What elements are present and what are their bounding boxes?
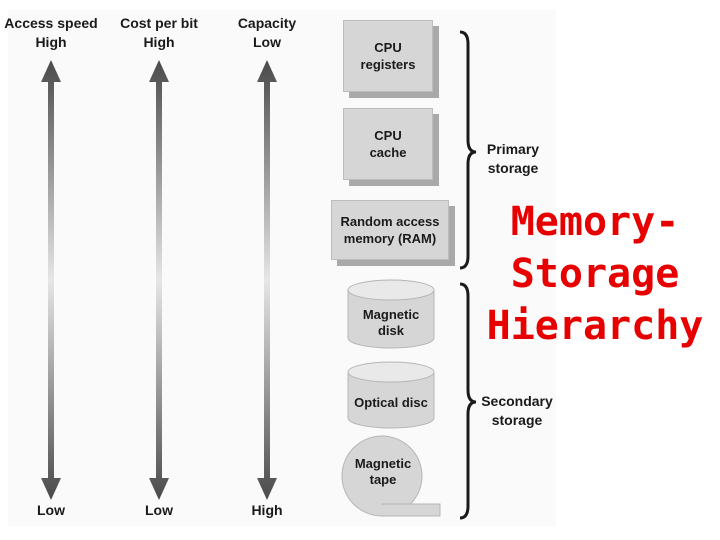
axis-title: Cost per bit: [120, 15, 198, 31]
optical-disc-label: Optical disc: [354, 395, 428, 410]
title-line-1: Memory-: [510, 199, 680, 245]
magnetic-tape-reel: Magnetic tape: [340, 434, 444, 518]
cpu-cache-label: CPU cache: [369, 128, 407, 160]
primary-storage-brace: [459, 30, 477, 270]
access-speed-arrow: [41, 60, 61, 500]
cpu-registers-label: CPU registers: [360, 40, 416, 72]
cylinder-icon: [347, 279, 435, 349]
ram-box: Random access memory (RAM): [331, 200, 449, 260]
cpu-cache-box: CPU cache: [343, 108, 433, 180]
secondary-storage-label: Secondary storage: [481, 393, 553, 428]
axis-top-value: Low: [253, 34, 281, 50]
axis-cost-per-bit-bottom: Low: [145, 502, 173, 518]
axis-title: Access speed: [4, 15, 98, 31]
cost-per-bit-arrow: [149, 60, 169, 500]
optical-disc-cylinder: Optical disc: [346, 360, 436, 430]
capacity-arrow: [257, 60, 277, 500]
title-line-3: Hierarchy: [486, 303, 704, 349]
axis-capacity-bottom: High: [251, 502, 283, 518]
primary-storage-label: Primary storage: [486, 141, 540, 176]
axis-top-value: High: [143, 34, 175, 50]
axis-access-speed-header: Access speed High: [0, 14, 111, 52]
axis-access-speed-bottom: Low: [37, 502, 65, 518]
magnetic-disk-cylinder: Magnetic disk: [346, 278, 436, 350]
cpu-registers-box: CPU registers: [343, 20, 433, 92]
axis-top-value: High: [35, 34, 67, 50]
axis-capacity-header: Capacity Low: [207, 14, 327, 52]
axis-title: Capacity: [237, 15, 297, 31]
secondary-storage-brace: [459, 282, 477, 520]
magnetic-disk-label: Magnetic disk: [362, 307, 420, 338]
hierarchy-title: Memory- Storage Hierarchy: [482, 196, 708, 352]
tape-reel-icon: [341, 435, 441, 517]
title-line-2: Storage: [510, 251, 680, 297]
cylinder-icon: [347, 361, 435, 429]
axis-cost-per-bit-header: Cost per bit High: [99, 14, 219, 52]
magnetic-tape-label: Magnetic tape: [354, 456, 412, 487]
ram-label: Random access memory (RAM): [340, 214, 440, 246]
